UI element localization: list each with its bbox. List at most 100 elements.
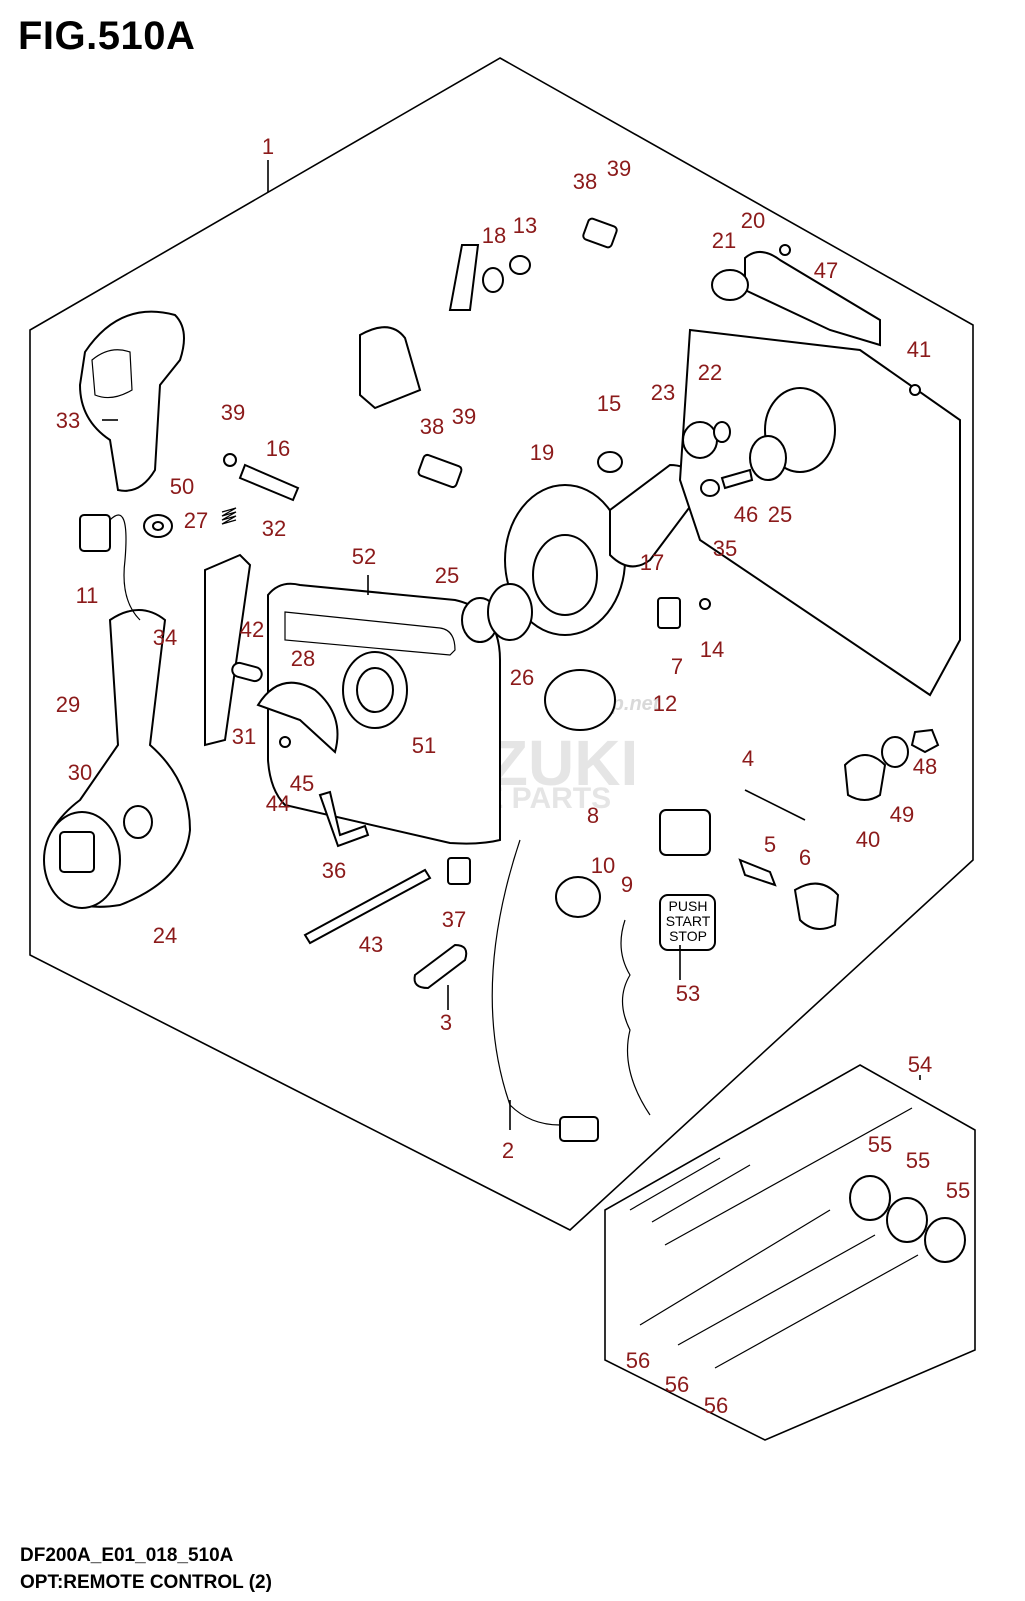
callout: 55 — [868, 1132, 892, 1157]
harness-connector — [559, 1116, 599, 1142]
ignition-key-5 — [738, 858, 777, 887]
buzzer-12 — [544, 669, 616, 731]
callout: 36 — [322, 858, 346, 883]
callout: 7 — [671, 654, 683, 679]
callout: 8 — [587, 803, 599, 828]
lever-18 — [448, 244, 480, 311]
callout: 52 — [352, 544, 376, 569]
callout: 20 — [741, 208, 765, 233]
callout: 33 — [56, 408, 80, 433]
callout: 19 — [530, 440, 554, 465]
callout: 21 — [712, 228, 736, 253]
assembly-frame — [29, 57, 974, 1231]
screw-47 — [779, 244, 791, 256]
spacer-40 — [843, 754, 887, 801]
detent-plate — [204, 553, 252, 747]
callout: 40 — [856, 827, 880, 852]
spring-32 — [221, 507, 237, 525]
handle-grip-slot — [91, 349, 133, 399]
callout: 37 — [442, 907, 466, 932]
housing-boss-bore — [356, 667, 394, 713]
button-label-stop: STOP — [669, 928, 707, 944]
kit-screw-2 — [677, 1234, 876, 1346]
callout: 15 — [597, 391, 621, 416]
lanyard-9 — [620, 919, 651, 1116]
bushing-18 — [482, 267, 504, 293]
callout: 38 — [420, 414, 444, 439]
screw-44 — [279, 736, 291, 748]
kit-screw-3 — [714, 1254, 919, 1369]
screw-41 — [909, 384, 921, 396]
stop-switch-10 — [555, 876, 601, 918]
kit-frame — [604, 1064, 976, 1441]
detent-disc-19-center — [532, 534, 598, 616]
kit-spacer-1 — [849, 1175, 891, 1221]
callout: 16 — [266, 436, 290, 461]
throttle-grip-20 — [744, 251, 881, 347]
clip-39a — [223, 453, 237, 467]
leader-lines — [102, 160, 921, 1130]
plate-31 — [231, 661, 263, 683]
callout: 2 — [502, 1138, 514, 1163]
callout: 42 — [240, 617, 264, 642]
callout: 55 — [946, 1178, 970, 1203]
bracket-36 — [318, 790, 370, 848]
callout: 34 — [153, 625, 177, 650]
callout: 25 — [768, 502, 792, 527]
callout: 56 — [665, 1372, 689, 1397]
cable-tie-3 — [664, 1107, 913, 1246]
washer-22 — [713, 421, 731, 443]
callout: 50 — [170, 474, 194, 499]
kit-screw-1 — [639, 1209, 831, 1326]
washer-35 — [700, 479, 720, 497]
callout: 25 — [435, 563, 459, 588]
button-label-push: PUSH — [669, 898, 708, 914]
callout: 44 — [266, 791, 290, 816]
washer-49 — [881, 736, 909, 768]
callout: 43 — [359, 932, 383, 957]
lever-hub-bore — [123, 805, 153, 839]
figure-title: FIG.510A — [18, 14, 196, 58]
lever-hub-badge — [59, 831, 95, 873]
callout: 32 — [262, 516, 286, 541]
figure-subtitle: OPT:REMOTE CONTROL (2) — [20, 1572, 272, 1593]
callout: 4 — [742, 746, 754, 771]
link-38a — [582, 217, 618, 249]
push-start-stop-button — [659, 894, 716, 951]
callout: 17 — [640, 550, 664, 575]
callout: 54 — [908, 1052, 932, 1077]
clip-37 — [447, 857, 471, 885]
callout: 10 — [591, 853, 615, 878]
bushing-25b — [749, 435, 787, 481]
callout: 9 — [621, 872, 633, 897]
callout-numbers: 1 2 3 4 5 6 7 8 9 10 11 12 13 14 15 16 1… — [56, 134, 970, 1418]
pin-16 — [238, 463, 300, 502]
side-cover — [678, 328, 961, 697]
neutral-switch — [79, 514, 111, 552]
callout: 39 — [221, 400, 245, 425]
switch-7 — [657, 597, 681, 629]
nut-48 — [910, 728, 940, 754]
callout: 56 — [626, 1348, 650, 1373]
cam-28 — [256, 681, 339, 754]
link-38b — [417, 453, 463, 489]
callout: 47 — [814, 258, 838, 283]
washer-13 — [509, 255, 531, 275]
callout: 11 — [76, 583, 99, 608]
callout: 53 — [676, 981, 700, 1006]
figure-code: DF200A_E01_018_510A — [20, 1545, 234, 1566]
bolt-46 — [720, 468, 754, 490]
ring-26 — [487, 583, 533, 641]
callout: 31 — [232, 724, 256, 749]
screw-14 — [699, 598, 711, 610]
callout: 55 — [906, 1148, 930, 1173]
callout: 12 — [653, 691, 677, 716]
plate-3 — [413, 943, 468, 990]
callout: 46 — [734, 502, 758, 527]
callout: 6 — [799, 845, 811, 870]
handle-grip — [78, 310, 185, 492]
callout: 3 — [440, 1010, 452, 1035]
button-label-start: START — [666, 913, 711, 929]
ring-21 — [711, 269, 749, 301]
